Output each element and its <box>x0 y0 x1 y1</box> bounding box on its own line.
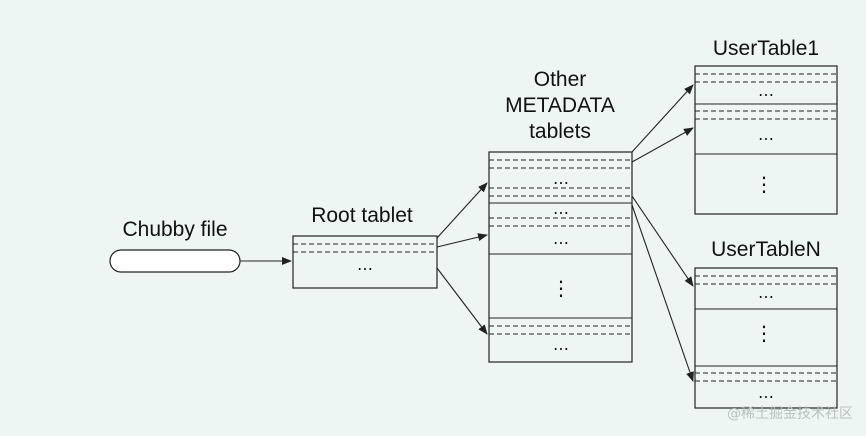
usertable1-node: … … ⋮ <box>694 65 838 215</box>
metadata-ellipsis-2: … <box>553 199 569 218</box>
usertablen-node: … ⋮ … <box>694 267 838 409</box>
metadata-ellipsis-4: … <box>553 335 569 354</box>
metadata-ellipsis-1: … <box>553 169 569 188</box>
usertablen-vertical-ellipsis: ⋮ <box>754 321 774 345</box>
usertable1-ellipsis-2: … <box>758 125 774 144</box>
metadata-tablets-node: … … … ⋮ … <box>488 151 633 363</box>
arrow-metadata-to-usertable1-2 <box>631 127 694 163</box>
chubby-file-node <box>109 249 241 273</box>
metadata-ellipsis-3: … <box>553 229 569 248</box>
root-tablet-label: Root tablet <box>311 204 413 227</box>
chubby-file-label: Chubby file <box>122 218 227 241</box>
arrow-metadata-to-usertable1-1 <box>631 84 694 153</box>
watermark-text: @稀土掘金技术社区 <box>727 406 853 422</box>
metadata-label-line3: tablets <box>529 120 591 143</box>
usertable1-label: UserTable1 <box>713 37 819 60</box>
arrow-root-to-metadata-3 <box>436 267 488 335</box>
usertable1-ellipsis-1: … <box>758 81 774 100</box>
arrow-metadata-to-usertablen-1 <box>631 195 694 287</box>
metadata-label-line2: METADATA <box>505 94 615 117</box>
root-tablet-ellipsis: … <box>357 255 373 274</box>
metadata-label-line1: Other <box>534 68 587 91</box>
usertablen-label: UserTableN <box>711 238 821 261</box>
root-tablet-node: … <box>292 235 438 289</box>
arrow-root-to-metadata-2 <box>436 233 488 248</box>
usertablen-ellipsis-2: … <box>758 383 774 402</box>
arrow-root-to-metadata-1 <box>436 182 488 239</box>
usertablen-ellipsis-1: … <box>758 283 774 302</box>
arrow-metadata-to-usertablen-2 <box>631 204 694 382</box>
usertable1-vertical-ellipsis: ⋮ <box>754 172 774 196</box>
metadata-vertical-ellipsis: ⋮ <box>551 276 571 300</box>
